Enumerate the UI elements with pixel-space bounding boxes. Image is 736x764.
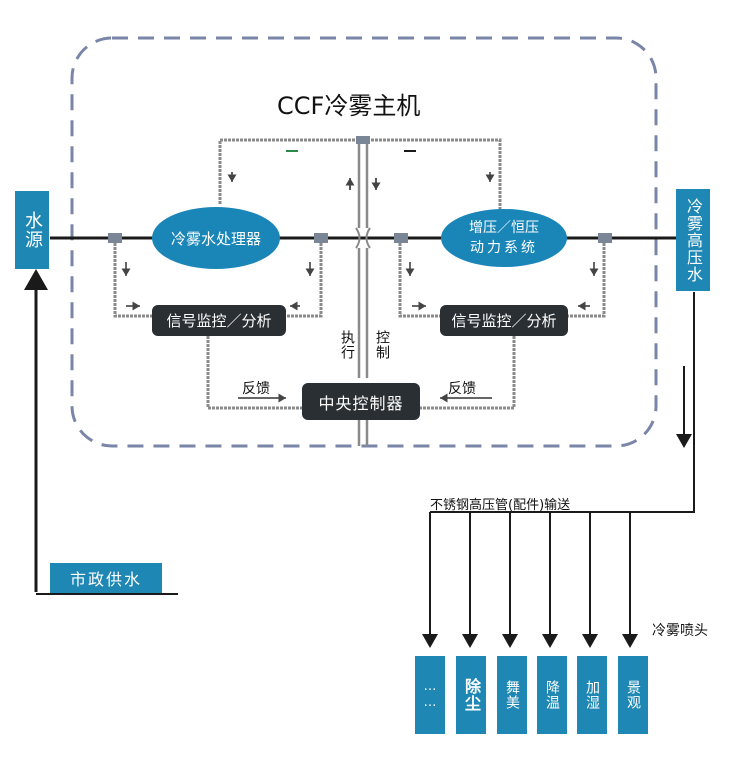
- diagram-title: CCF冷雾主机: [277, 92, 421, 120]
- feedback-label-right: 反馈: [448, 381, 476, 397]
- pipe-fitting: [314, 233, 328, 243]
- pipe-fitting: [598, 233, 612, 243]
- execute-label: 执行: [339, 330, 355, 360]
- pipe-fitting: [108, 233, 122, 243]
- signal-monitor-right: 信号监控／分析: [440, 305, 568, 336]
- booster-node: 增压／恒压 动力系统: [441, 209, 567, 267]
- high-pressure-water-box: 冷雾高压水: [676, 189, 710, 291]
- water-source-box: 水源: [15, 191, 49, 269]
- central-controller: 中央控制器: [302, 383, 420, 420]
- host-boundary: [70, 36, 658, 448]
- output-box-humidify: 加湿: [577, 656, 607, 734]
- control-label: 控制: [374, 330, 390, 360]
- signal-monitor-left: 信号监控／分析: [152, 305, 286, 336]
- output-box-stage: 舞美: [497, 656, 527, 734]
- booster-label-line1: 增压／恒压: [469, 220, 539, 236]
- nozzle-label: 冷雾喷头: [652, 623, 708, 639]
- feedback-label-left: 反馈: [242, 381, 270, 397]
- output-box-landscape: 景观: [618, 656, 648, 734]
- water-processor-node: 冷雾水处理器: [152, 207, 280, 269]
- output-box-more: ……: [415, 656, 445, 734]
- pipe-label: 不锈钢高压管(配件)输送: [430, 498, 571, 513]
- output-pipe: [430, 292, 695, 513]
- output-box-dust-removal: 除尘: [456, 656, 486, 734]
- output-box-cooling: 降温: [537, 656, 567, 734]
- municipal-supply-box: 市政供水: [50, 563, 162, 593]
- booster-label-line2: 动力系统: [470, 240, 538, 256]
- pipe-fitting: [394, 233, 408, 243]
